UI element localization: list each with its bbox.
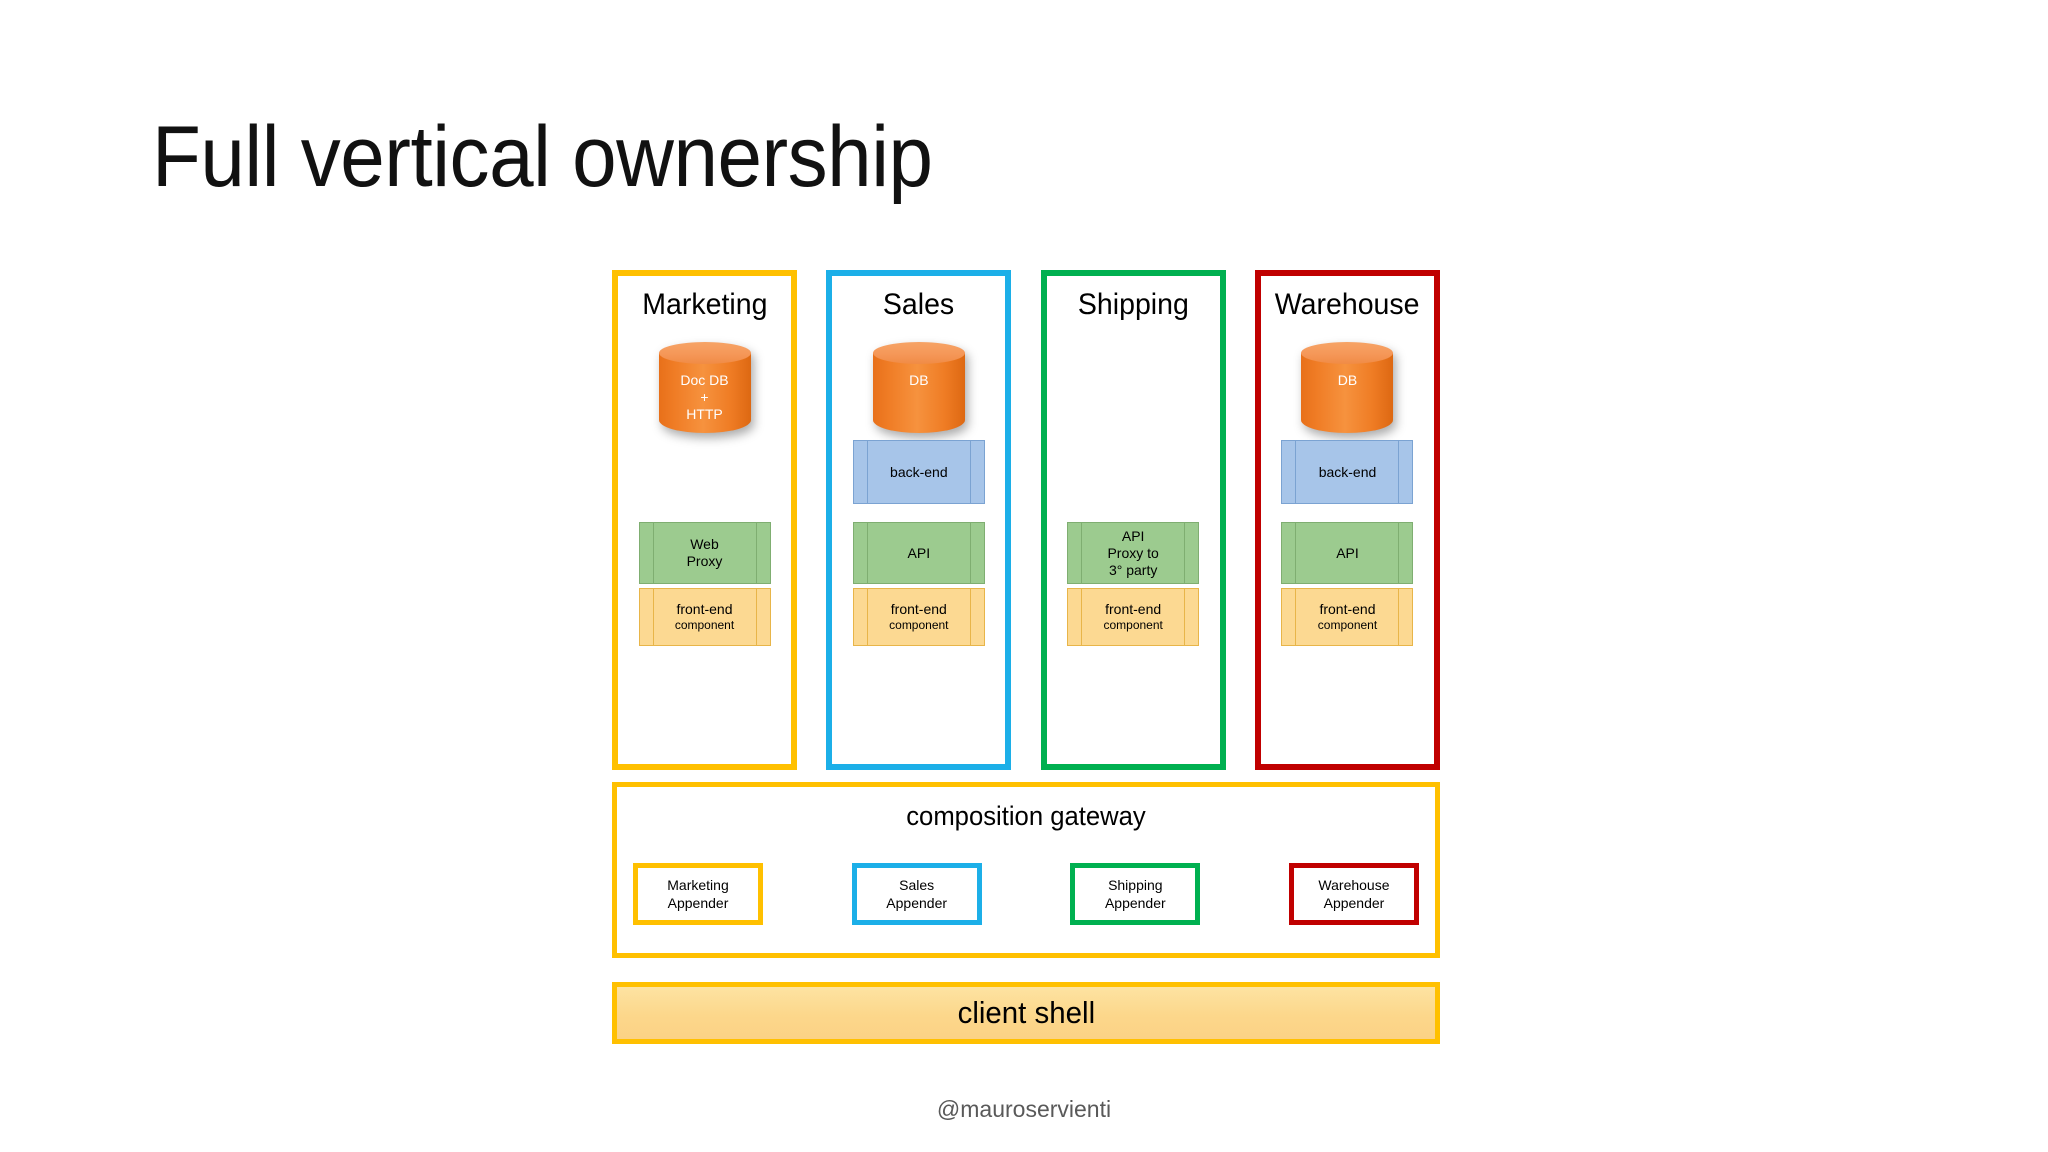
frontend-label-warehouse: front-end — [1319, 601, 1376, 617]
api-box-warehouse[interactable]: API — [1281, 522, 1414, 584]
database-label-warehouse: DB — [1337, 372, 1358, 388]
api-box-sales[interactable]: API — [852, 522, 985, 584]
column-warehouse[interactable]: Warehouse DB back-end API front-end — [1254, 270, 1440, 770]
appender-sublabel-sales: Appender — [886, 895, 948, 911]
frontend-label-shipping: front-end — [1105, 601, 1162, 617]
client-shell-bar[interactable]: client shell — [612, 982, 1440, 1044]
component-bar-right — [1184, 589, 1186, 645]
page-title: Full vertical ownership — [152, 109, 933, 205]
database-cylinder-marketing: Doc DB + HTTP — [658, 342, 751, 442]
column-title-shipping: Shipping — [1077, 288, 1189, 321]
composition-gateway[interactable]: composition gateway Marketing Appender S… — [612, 782, 1440, 958]
component-bar-left — [1295, 589, 1297, 645]
appender-sublabel-shipping: Appender — [1104, 895, 1166, 911]
backend-box-label-sales: back-end — [890, 463, 948, 480]
component-bar-right — [969, 523, 971, 583]
api-box-shipping[interactable]: API Proxy to 3° party — [1067, 522, 1200, 584]
database-label-marketing: Doc DB + HTTP — [680, 372, 729, 422]
frontend-sublabel-sales: component — [889, 618, 949, 632]
appender-warehouse[interactable]: Warehouse Appender — [1288, 863, 1419, 925]
api-box-label-shipping: API Proxy to 3° party — [1107, 527, 1159, 578]
backend-box-sales[interactable]: back-end — [852, 440, 985, 504]
appender-shipping[interactable]: Shipping Appender — [1070, 863, 1201, 925]
appender-label-marketing: Marketing — [667, 877, 729, 893]
column-stack-shipping: API Proxy to 3° party front-end componen… — [1047, 332, 1220, 750]
footer-attribution: @mauroservienti — [936, 1096, 1112, 1122]
backend-box-warehouse[interactable]: back-end — [1281, 440, 1414, 504]
column-stack-sales: DB back-end API front-end component — [832, 332, 1005, 750]
database-cylinder-warehouse: DB — [1301, 342, 1394, 442]
vertical-columns-band: Marketing Doc DB + HTTP Web Proxy front-… — [612, 270, 1440, 770]
component-bar-left — [1081, 523, 1083, 583]
component-bar-left — [1295, 523, 1297, 583]
component-bar-right — [1398, 441, 1400, 503]
client-shell-label: client shell — [957, 995, 1095, 1030]
column-marketing[interactable]: Marketing Doc DB + HTTP Web Proxy front-… — [612, 270, 797, 770]
component-bar-right — [1184, 523, 1186, 583]
component-bar-left — [652, 589, 654, 645]
column-title-sales: Sales — [883, 288, 955, 321]
component-bar-left — [1081, 589, 1083, 645]
component-bar-right — [755, 523, 757, 583]
column-shipping[interactable]: Shipping API Proxy to 3° party front-end… — [1040, 270, 1226, 770]
api-box-label-marketing: Web Proxy — [686, 536, 723, 569]
database-body — [658, 353, 751, 433]
backend-box-label-warehouse: back-end — [1318, 463, 1377, 480]
component-bar-right — [1398, 523, 1400, 583]
appenders-row: Marketing Appender Sales Appender Shippi… — [633, 863, 1419, 925]
database-top-ellipse — [872, 342, 965, 364]
frontend-sublabel-shipping: component — [1103, 618, 1163, 632]
component-bar-left — [652, 523, 654, 583]
api-box-label-sales: API — [907, 544, 931, 561]
composition-gateway-title: composition gateway — [906, 801, 1146, 831]
appender-sublabel-warehouse: Appender — [1323, 895, 1385, 911]
frontend-label-sales: front-end — [890, 601, 947, 617]
column-stack-marketing: Doc DB + HTTP Web Proxy front-end compon… — [618, 332, 791, 750]
database-top-ellipse — [658, 342, 751, 364]
component-bar-left — [1295, 441, 1297, 503]
column-sales[interactable]: Sales DB back-end API front-end co — [826, 270, 1012, 770]
column-stack-warehouse: DB back-end API front-end component — [1261, 332, 1434, 750]
component-bar-left — [866, 523, 868, 583]
appender-sales[interactable]: Sales Appender — [851, 863, 982, 925]
column-title-marketing: Marketing — [641, 288, 768, 321]
frontend-sublabel-marketing: component — [674, 618, 735, 632]
frontend-box-sales[interactable]: front-end component — [852, 588, 985, 646]
appender-sublabel-marketing: Appender — [667, 895, 729, 911]
component-bar-right — [969, 589, 971, 645]
frontend-label-marketing: front-end — [676, 601, 733, 617]
column-title-warehouse: Warehouse — [1275, 288, 1420, 321]
component-bar-left — [866, 589, 868, 645]
database-cylinder-sales: DB — [872, 342, 965, 442]
component-bar-right — [969, 441, 971, 503]
component-bar-right — [1398, 589, 1400, 645]
appender-label-shipping: Shipping — [1108, 877, 1163, 893]
appender-label-warehouse: Warehouse — [1318, 877, 1390, 893]
frontend-box-shipping[interactable]: front-end component — [1067, 588, 1200, 646]
frontend-box-warehouse[interactable]: front-end component — [1281, 588, 1414, 646]
frontend-box-marketing[interactable]: front-end component — [638, 588, 771, 646]
component-bar-right — [755, 589, 757, 645]
frontend-sublabel-warehouse: component — [1317, 618, 1378, 632]
appender-label-sales: Sales — [899, 877, 935, 893]
database-body — [872, 353, 965, 433]
appender-marketing[interactable]: Marketing Appender — [633, 863, 763, 925]
database-label-sales: DB — [909, 372, 929, 388]
component-bar-left — [866, 441, 868, 503]
database-body — [1301, 353, 1394, 433]
api-box-marketing[interactable]: Web Proxy — [638, 522, 771, 584]
api-box-label-warehouse: API — [1336, 544, 1359, 561]
database-top-ellipse — [1301, 342, 1394, 364]
